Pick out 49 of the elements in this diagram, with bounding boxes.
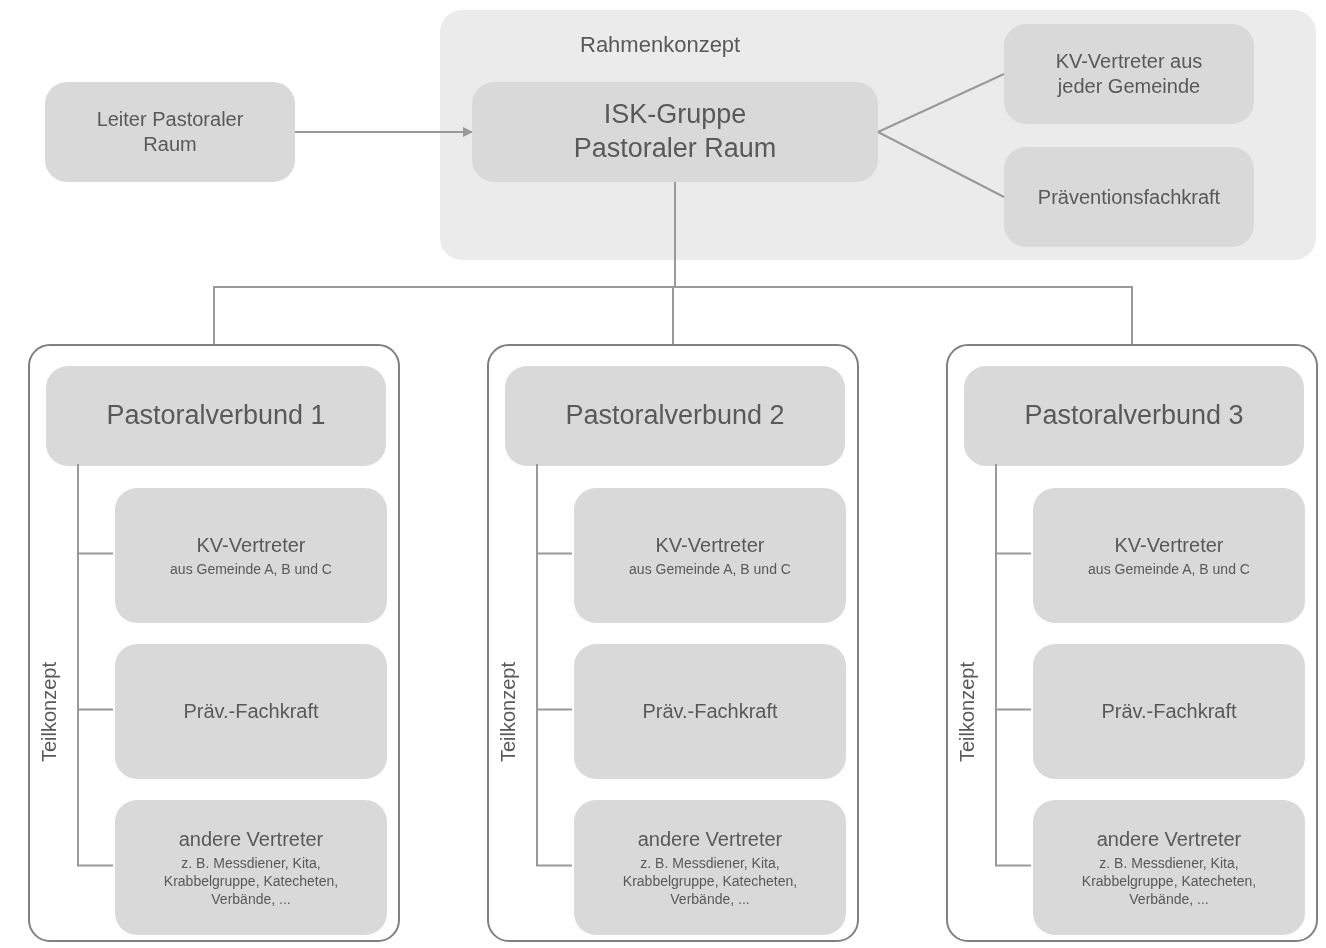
node-subtext: aus Gemeinde A, B und C bbox=[170, 559, 332, 579]
arrow bbox=[294, 127, 473, 137]
process-box bbox=[574, 644, 846, 779]
node-subtext: z. B. Messdiener, Kita, Krabbelgruppe, Katecheten, Verbände, ... bbox=[1080, 853, 1258, 909]
node-label: Pastoralverbund 3 bbox=[1024, 399, 1244, 433]
node-label: Pastoralverbund 1 bbox=[106, 399, 326, 433]
process-box bbox=[46, 366, 386, 466]
connector-line bbox=[877, 73, 1005, 133]
node-label: KV-Vertreter bbox=[1114, 532, 1224, 558]
process-box bbox=[1004, 147, 1254, 247]
group-title: Teilkonzept bbox=[956, 661, 979, 763]
node-label: Präv.-Fachkraft bbox=[1101, 699, 1237, 724]
node-subtext: z. B. Messdiener, Kita, Krabbelgruppe, Katecheten, Verbände, ... bbox=[162, 853, 340, 909]
node-subtext: aus Gemeinde A, B und C bbox=[1088, 559, 1250, 579]
node-label: ISK-Gruppe Pastoraler Raum bbox=[572, 98, 778, 165]
group-title: Rahmenkonzept bbox=[580, 32, 741, 58]
node-label: Präventionsfachkraft bbox=[1037, 184, 1221, 210]
node-label: Leiter Pastoraler Raum bbox=[95, 107, 245, 157]
process-box bbox=[505, 366, 845, 466]
process-box bbox=[574, 800, 846, 935]
process-box bbox=[472, 82, 878, 182]
process-box bbox=[1033, 800, 1305, 935]
node-label: KV-Vertreter aus jeder Gemeinde bbox=[1054, 49, 1204, 99]
node-label: Präv.-Fachkraft bbox=[642, 699, 778, 724]
node-label: KV-Vertreter bbox=[196, 532, 306, 558]
node-label: Pastoralverbund 2 bbox=[565, 399, 785, 433]
process-box bbox=[1004, 24, 1254, 124]
group-frame bbox=[946, 344, 1318, 942]
node-subtext: z. B. Messdiener, Kita, Krabbelgruppe, Katecheten, Verbände, ... bbox=[621, 853, 799, 909]
process-box bbox=[45, 82, 295, 182]
process-box bbox=[115, 800, 387, 935]
group-frame bbox=[28, 344, 400, 942]
process-box bbox=[115, 488, 387, 623]
process-box bbox=[115, 644, 387, 779]
process-box bbox=[964, 366, 1304, 466]
process-box bbox=[1033, 488, 1305, 623]
node-label: andere Vertreter bbox=[178, 826, 324, 852]
group-title: Teilkonzept bbox=[497, 661, 520, 763]
group-title: Teilkonzept bbox=[38, 661, 61, 763]
node-subtext: aus Gemeinde A, B und C bbox=[629, 559, 791, 579]
process-box bbox=[1033, 644, 1305, 779]
connector-line bbox=[877, 131, 1005, 198]
node-label: KV-Vertreter bbox=[655, 532, 765, 558]
group-frame bbox=[487, 344, 859, 942]
process-box bbox=[574, 488, 846, 623]
group-panel bbox=[440, 10, 1316, 260]
node-label: andere Vertreter bbox=[1096, 826, 1242, 852]
node-label: Präv.-Fachkraft bbox=[183, 699, 319, 724]
node-label: andere Vertreter bbox=[637, 826, 783, 852]
